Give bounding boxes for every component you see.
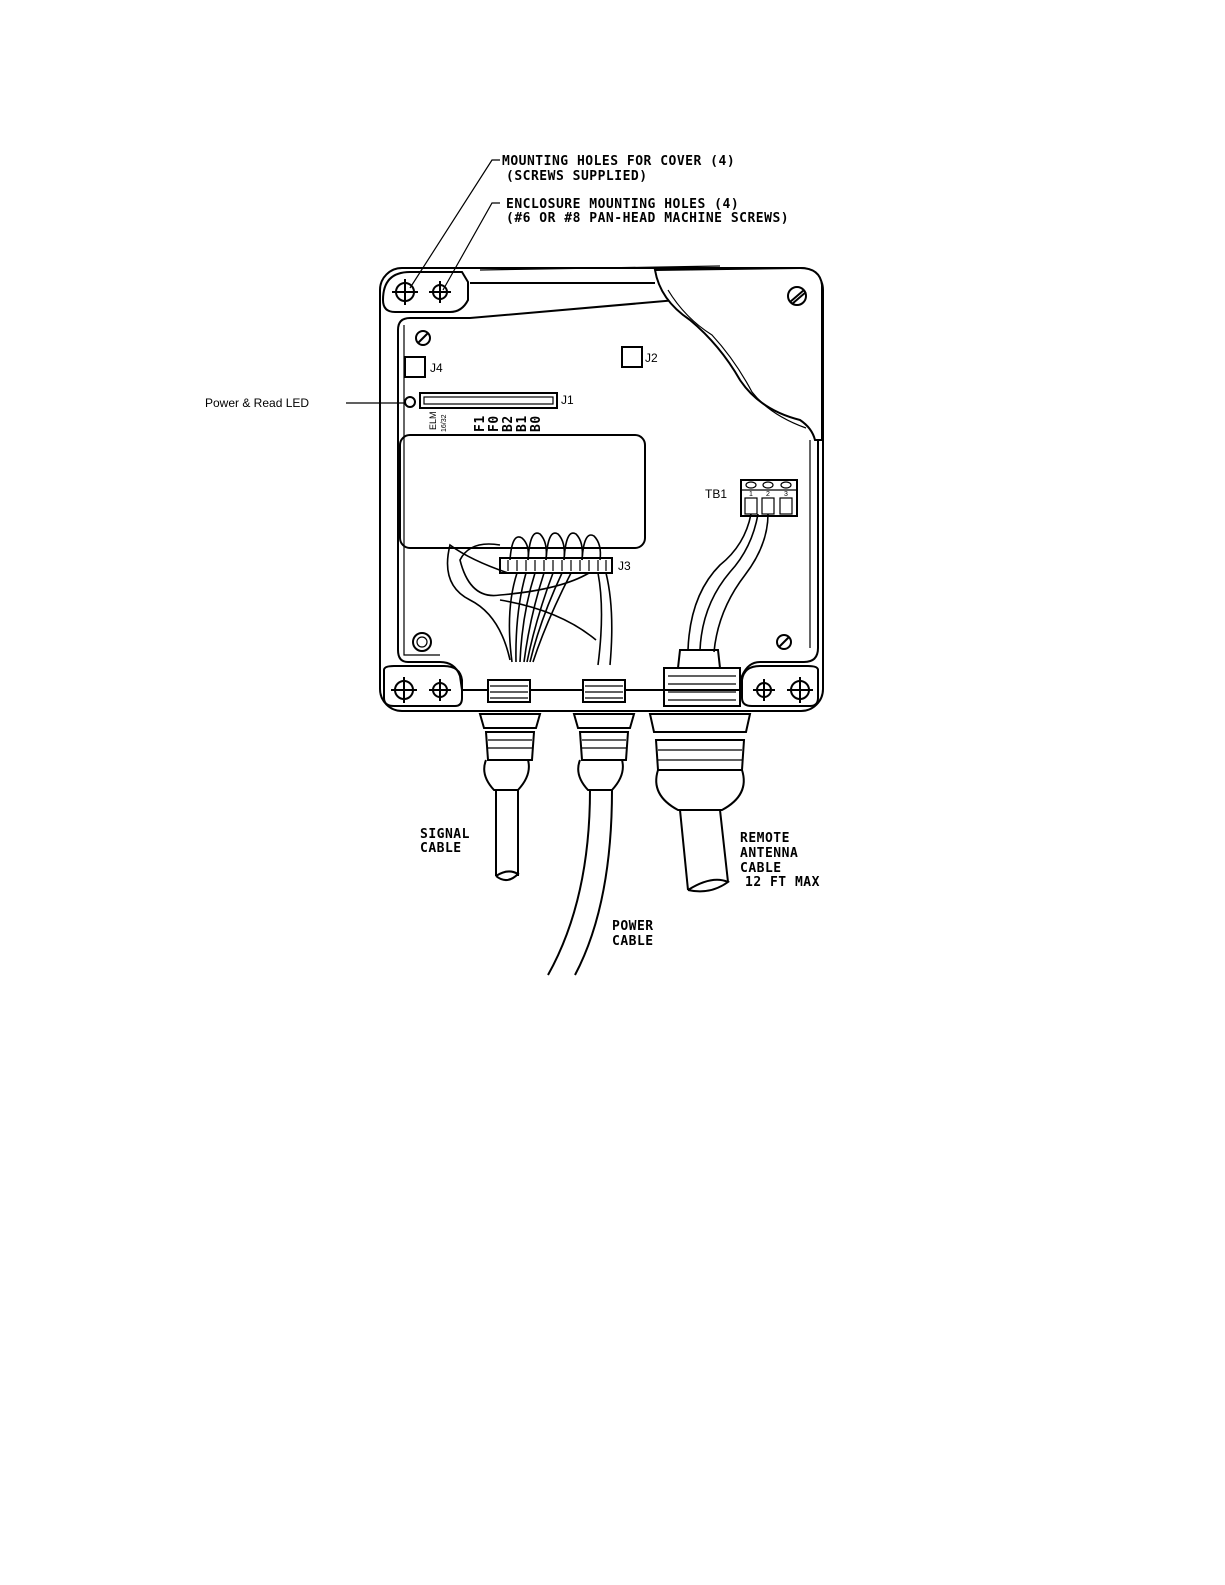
j1-pin-f0: F0	[487, 415, 502, 432]
antenna-cable	[680, 810, 728, 890]
tb1-pin-3: 3	[784, 491, 788, 498]
crosshair-icon	[392, 279, 418, 305]
power-gland-body	[580, 732, 628, 760]
j1-label: J1	[561, 393, 574, 407]
wiring	[448, 514, 769, 665]
callout-enclosure-holes-line1: ENCLOSURE MOUNTING HOLES (4)	[506, 197, 739, 212]
crosshair-icon	[753, 679, 775, 701]
crosshair-icon	[429, 679, 451, 701]
signal-gland-body	[486, 732, 534, 760]
callout-cover-holes-line1: MOUNTING HOLES FOR COVER (4)	[502, 154, 735, 169]
hole-inner	[417, 637, 427, 647]
power-gland-nut	[574, 714, 634, 728]
hole-icon	[413, 633, 431, 651]
antenna-cable-label-line3: CABLE	[740, 861, 782, 876]
j1-pin-b2: B2	[501, 415, 516, 432]
cable-glands	[480, 650, 750, 810]
j1-pin-b1: B1	[515, 415, 530, 432]
signal-cable-end	[496, 871, 518, 880]
signal-gland-inner	[488, 680, 530, 702]
tb1-pin-2: 2	[766, 491, 770, 498]
antenna-gland-collar	[678, 650, 720, 668]
j4-connector	[405, 357, 425, 377]
antenna-gland-cap	[656, 770, 744, 810]
antenna-cable-label-line2: ANTENNA	[740, 846, 798, 861]
tb1-pin-1: 1	[749, 491, 753, 498]
j2-connector	[622, 347, 642, 367]
j1-size-label: 16/32	[441, 414, 448, 432]
signal-cable-label-line2: CABLE	[420, 841, 462, 856]
signal-cable	[496, 790, 518, 876]
signal-gland-cap	[484, 760, 529, 790]
leader-enclosure-holes	[443, 203, 500, 290]
led-indicator	[405, 397, 415, 407]
screw-icon	[416, 331, 430, 345]
cable-labels: SIGNAL CABLE POWER CABLE REMOTE ANTENNA …	[420, 827, 820, 949]
antenna-gland-body	[656, 740, 744, 770]
antenna-cable-label-line1: REMOTE	[740, 831, 790, 846]
signal-cable-label-line1: SIGNAL	[420, 827, 470, 842]
power-cable-left	[548, 790, 590, 975]
reader-module	[400, 435, 645, 548]
led-callout-label: Power & Read LED	[205, 396, 309, 410]
j1-connector	[420, 393, 557, 408]
power-cable-label-line2: CABLE	[612, 934, 654, 949]
crosshair-icon	[391, 677, 417, 703]
callout-cover-holes-line2: (SCREWS SUPPLIED)	[506, 169, 648, 184]
j1-elm-label: ELM	[428, 411, 438, 430]
power-gland-inner	[583, 680, 625, 702]
tb1-label: TB1	[705, 487, 727, 501]
j4-label: J4	[430, 361, 443, 375]
antenna-gland-nut	[650, 714, 750, 732]
crosshair-icon	[429, 281, 451, 303]
power-gland-cap	[578, 760, 623, 790]
antenna-cable-end	[688, 880, 728, 892]
j2-label: J2	[645, 351, 658, 365]
j1-pin-b0: B0	[529, 415, 544, 432]
crosshair-icon	[787, 677, 813, 703]
j1-pin-f1: F1	[473, 415, 488, 432]
board-components: J4 J2 J1 ELM 16/32 F1 F0 B2 B1 B0 J3	[400, 347, 797, 573]
cover-cutaway	[655, 268, 822, 440]
j3-label: J3	[618, 559, 631, 573]
power-cable-label-line1: POWER	[612, 919, 654, 934]
signal-gland-nut	[480, 714, 540, 728]
screw-icon	[777, 635, 791, 649]
corner-boss-bottom-right	[742, 666, 818, 706]
callout-enclosure-holes-line2: (#6 OR #8 PAN-HEAD MACHINE SCREWS)	[506, 211, 789, 226]
antenna-cable-label-line4: 12 FT MAX	[745, 875, 820, 890]
